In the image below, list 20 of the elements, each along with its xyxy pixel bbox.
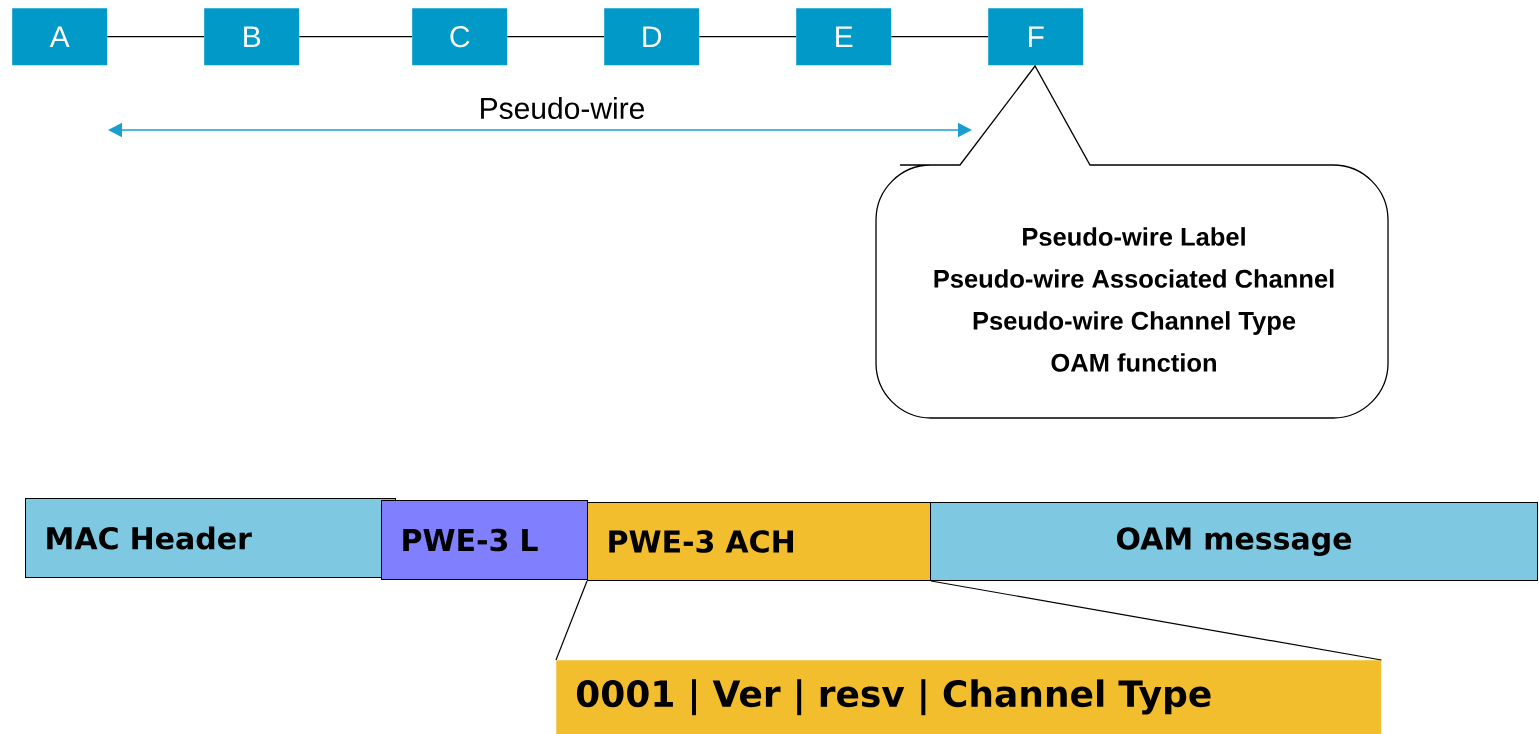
node-box: A xyxy=(12,8,108,66)
link-line xyxy=(506,36,605,38)
dimension-label: Pseudo-wire xyxy=(476,95,648,121)
node-box: E xyxy=(796,8,892,66)
link-line xyxy=(698,36,797,38)
node-box: F xyxy=(988,8,1084,66)
link-line xyxy=(106,36,205,38)
header-field: MAC Header xyxy=(25,498,396,578)
header-field: PWE-3 L xyxy=(381,500,588,580)
node-box: C xyxy=(412,8,508,66)
link-line xyxy=(298,36,413,38)
callout-bubble: Pseudo-wire Label Pseudo-wire Associated Channel Pseudo-wire Channel Type OAM function xyxy=(875,65,1389,419)
header-field: PWE-3 ACH xyxy=(587,502,931,581)
node-box: B xyxy=(204,8,300,66)
zoom-line xyxy=(555,580,588,661)
link-line xyxy=(890,36,989,38)
header-field: OAM message xyxy=(930,502,1538,581)
node-box: D xyxy=(604,8,700,66)
expanded-field: 0001 | Ver | resv | Channel Type xyxy=(556,660,1382,734)
zoom-line xyxy=(930,580,1382,661)
